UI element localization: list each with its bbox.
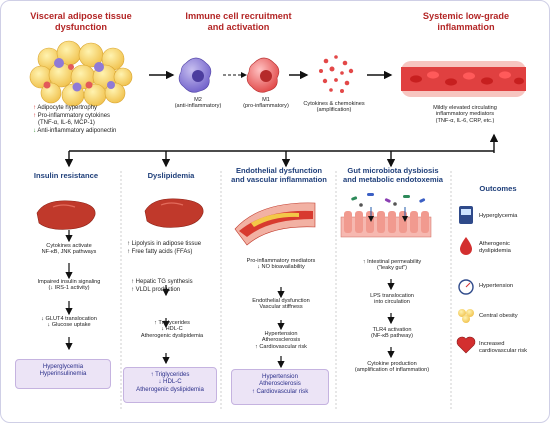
outcome-central-obesity: Central obesity	[479, 313, 518, 319]
insulin-step2: Impaired insulin signaling(↓ IRS-1 activ…	[37, 279, 101, 292]
outcomes-title: Outcomes	[479, 184, 517, 193]
gut-step3: TLR4 activation(NF-κB pathway)	[371, 327, 413, 340]
outcome-hypertension: Hypertension	[479, 283, 514, 289]
gut-step1: ↑ Intestinal permeability("leaky gut")	[362, 259, 422, 272]
glucometer-icon	[459, 206, 473, 224]
blood-pressure-icon	[458, 279, 474, 295]
m1-label: M1(pro-inflammatory)	[243, 97, 289, 110]
m2-macrophage-icon	[178, 57, 212, 93]
blood-vessel-icon	[401, 61, 526, 97]
fat-cells-icon	[458, 309, 474, 323]
dyslipidemia-step2: ↑ Hepatic TG synthesis↑ VLDL production	[131, 279, 193, 293]
insulin-title: Insulin resistance	[33, 171, 99, 180]
m1-macrophage-icon	[246, 57, 280, 93]
gut-villi-icon	[340, 193, 432, 238]
endothelial-step1: Pro-inflammatory mediators↓ NO bioavaila…	[246, 258, 316, 271]
outcome-hyperglycemia: Hyperglycemia	[479, 213, 518, 219]
dyslipidemia-title: Dyslipidemia	[147, 171, 195, 180]
cytokine-dots-icon	[319, 55, 354, 93]
insulin-step3: ↓ GLUT4 translocation↓ Glucose uptake	[41, 316, 97, 329]
cytokines-label: Cytokines & chemokines(amplification)	[303, 101, 365, 114]
artery-plaque-icon	[234, 202, 316, 246]
adipose-tissue-icon	[29, 40, 133, 107]
blood-drop-icon	[460, 237, 472, 255]
m2-label: M2(anti-inflammatory)	[174, 97, 222, 110]
gut-step4: Cytokine production(amplification of inf…	[354, 361, 430, 374]
liver-icon-insulin	[36, 200, 96, 230]
liver-icon-dyslipidemia	[144, 198, 204, 228]
heart-icon	[456, 336, 476, 354]
visceral-list: ↑ Adipocyte hypertrophy ↑ Pro-inflammato…	[33, 105, 117, 134]
dyslipidemia-step1: ↑ Lipolysis in adipose tissue↑ Free fatt…	[127, 241, 202, 255]
